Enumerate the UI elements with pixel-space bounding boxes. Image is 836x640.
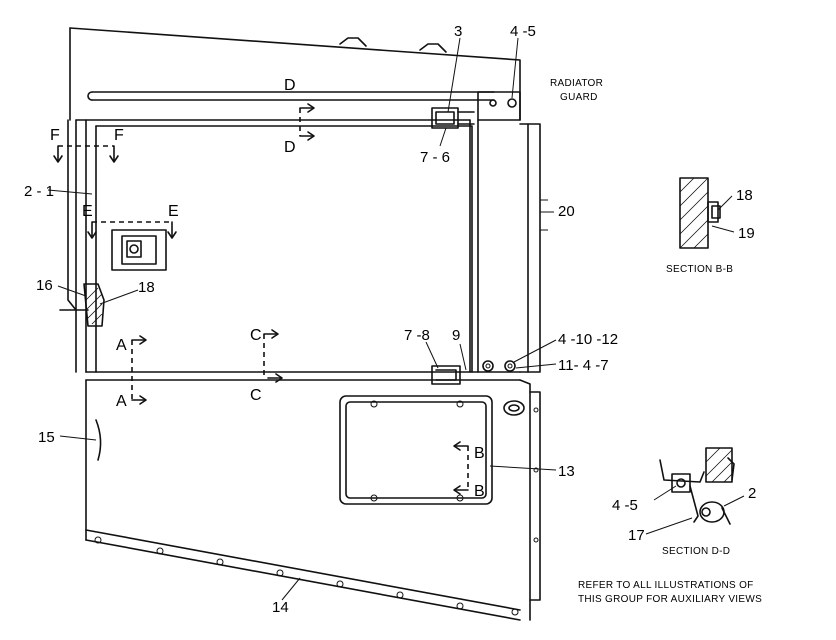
callout-18-bb: 18	[736, 187, 753, 204]
section-cuts	[53, 103, 469, 495]
callout-9: 9	[452, 327, 460, 344]
letter-a-bottom: A	[116, 393, 127, 410]
callout-7-6: 7 - 6	[420, 149, 450, 166]
radiator-guard-label-2: GUARD	[560, 92, 598, 103]
callout-4-10-12: 4 -10 -12	[558, 331, 618, 348]
callouts: 3 4 -5 7 - 6 2 - 1 16 18 20 7 -8 9 4 -10…	[24, 23, 756, 616]
callout-19: 19	[738, 225, 755, 242]
section-bb-detail	[679, 177, 735, 249]
section-dd-detail	[645, 447, 745, 535]
letter-a-top: A	[116, 337, 127, 354]
lower-panel	[85, 379, 541, 621]
section-bb-title: SECTION B-B	[666, 264, 733, 275]
letter-d-bottom: D	[284, 139, 296, 156]
callout-7-8: 7 -8	[404, 327, 430, 344]
callout-4-5-top: 4 -5	[510, 23, 536, 40]
letter-f-left: F	[50, 127, 60, 144]
callout-16: 16	[36, 277, 53, 294]
section-dd-title: SECTION D-D	[662, 546, 730, 557]
note-line-2: THIS GROUP FOR AUXILIARY VIEWS	[578, 594, 762, 605]
callout-4-5-dd: 4 -5	[612, 497, 638, 514]
seal-left	[83, 283, 105, 327]
callout-3: 3	[454, 23, 462, 40]
letter-d-top: D	[284, 77, 296, 94]
section-letters: D D F F E E A A C C B B	[50, 77, 485, 500]
radiator-guard-label-1: RADIATOR	[550, 78, 603, 89]
note-line-1: REFER TO ALL ILLUSTRATIONS OF	[578, 580, 754, 591]
letter-b-top: B	[474, 445, 485, 462]
callout-11-4-7: 11- 4 -7	[558, 357, 609, 374]
callout-2-dd: 2	[748, 485, 756, 502]
letter-e-right: E	[168, 203, 179, 220]
callout-20: 20	[558, 203, 575, 220]
letter-c-bottom: C	[250, 387, 262, 404]
callout-14: 14	[272, 599, 289, 616]
callout-2-1: 2 - 1	[24, 183, 54, 200]
letter-e-left: E	[82, 203, 93, 220]
letter-b-bottom: B	[474, 483, 485, 500]
callout-13: 13	[558, 463, 575, 480]
callout-18-left: 18	[138, 279, 155, 296]
upper-panel	[59, 27, 548, 385]
latch-icon	[111, 229, 167, 271]
labels: RADIATOR GUARD SECTION B-B SECTION D-D R…	[550, 78, 762, 605]
letter-f-right: F	[114, 127, 124, 144]
callout-15: 15	[38, 429, 55, 446]
letter-c-top: C	[250, 327, 262, 344]
leader-lines	[47, 37, 557, 601]
callout-17: 17	[628, 527, 645, 544]
